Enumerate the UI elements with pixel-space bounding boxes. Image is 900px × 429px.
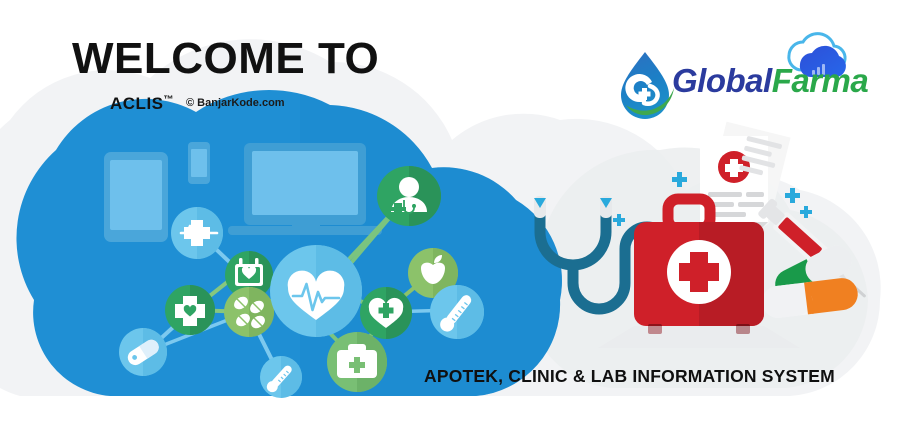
node-thermometer-left-icon (260, 356, 302, 398)
product-name-text: ACLIS (110, 94, 164, 113)
copyright-note: © BanjarKode.com (186, 97, 285, 109)
brand-wordmark: GlobalFarma (672, 62, 869, 100)
smartphone-device-icon (188, 142, 210, 184)
brand-drop-logo-icon (621, 52, 674, 119)
node-apple-icon (408, 248, 458, 298)
node-calendar-heart-icon (225, 251, 273, 299)
tagline: APOTEK, CLINIC & LAB INFORMATION SYSTEM (424, 366, 835, 386)
kit-shadow (598, 326, 800, 348)
node-cross-pulse-icon (171, 207, 223, 259)
node-cross-heart-icon (165, 285, 215, 335)
node-pills-icon (224, 287, 274, 337)
node-capsule-icon (119, 328, 167, 376)
node-doctor-icon (377, 166, 441, 226)
brand-name-part2: Farma (771, 62, 869, 99)
first-aid-kit-illustration (634, 193, 764, 334)
laptop-device-icon (228, 143, 382, 235)
page-title: WELCOME TO (72, 34, 380, 83)
tablet-device-icon (104, 152, 168, 242)
trademark-symbol: ™ (163, 94, 174, 106)
node-heartbeat-heart-icon (270, 245, 362, 337)
node-heart-cross-icon (360, 287, 412, 339)
node-thermometer-right-icon (430, 285, 484, 339)
capsule-orange-illustration (762, 278, 858, 318)
product-name: ACLIS™ (110, 94, 174, 114)
node-medical-bag-icon (327, 332, 387, 392)
brand-name-part1: Global (672, 62, 772, 99)
small-cross-accent-icon (613, 172, 812, 226)
brand-cloud-icon (787, 32, 847, 78)
